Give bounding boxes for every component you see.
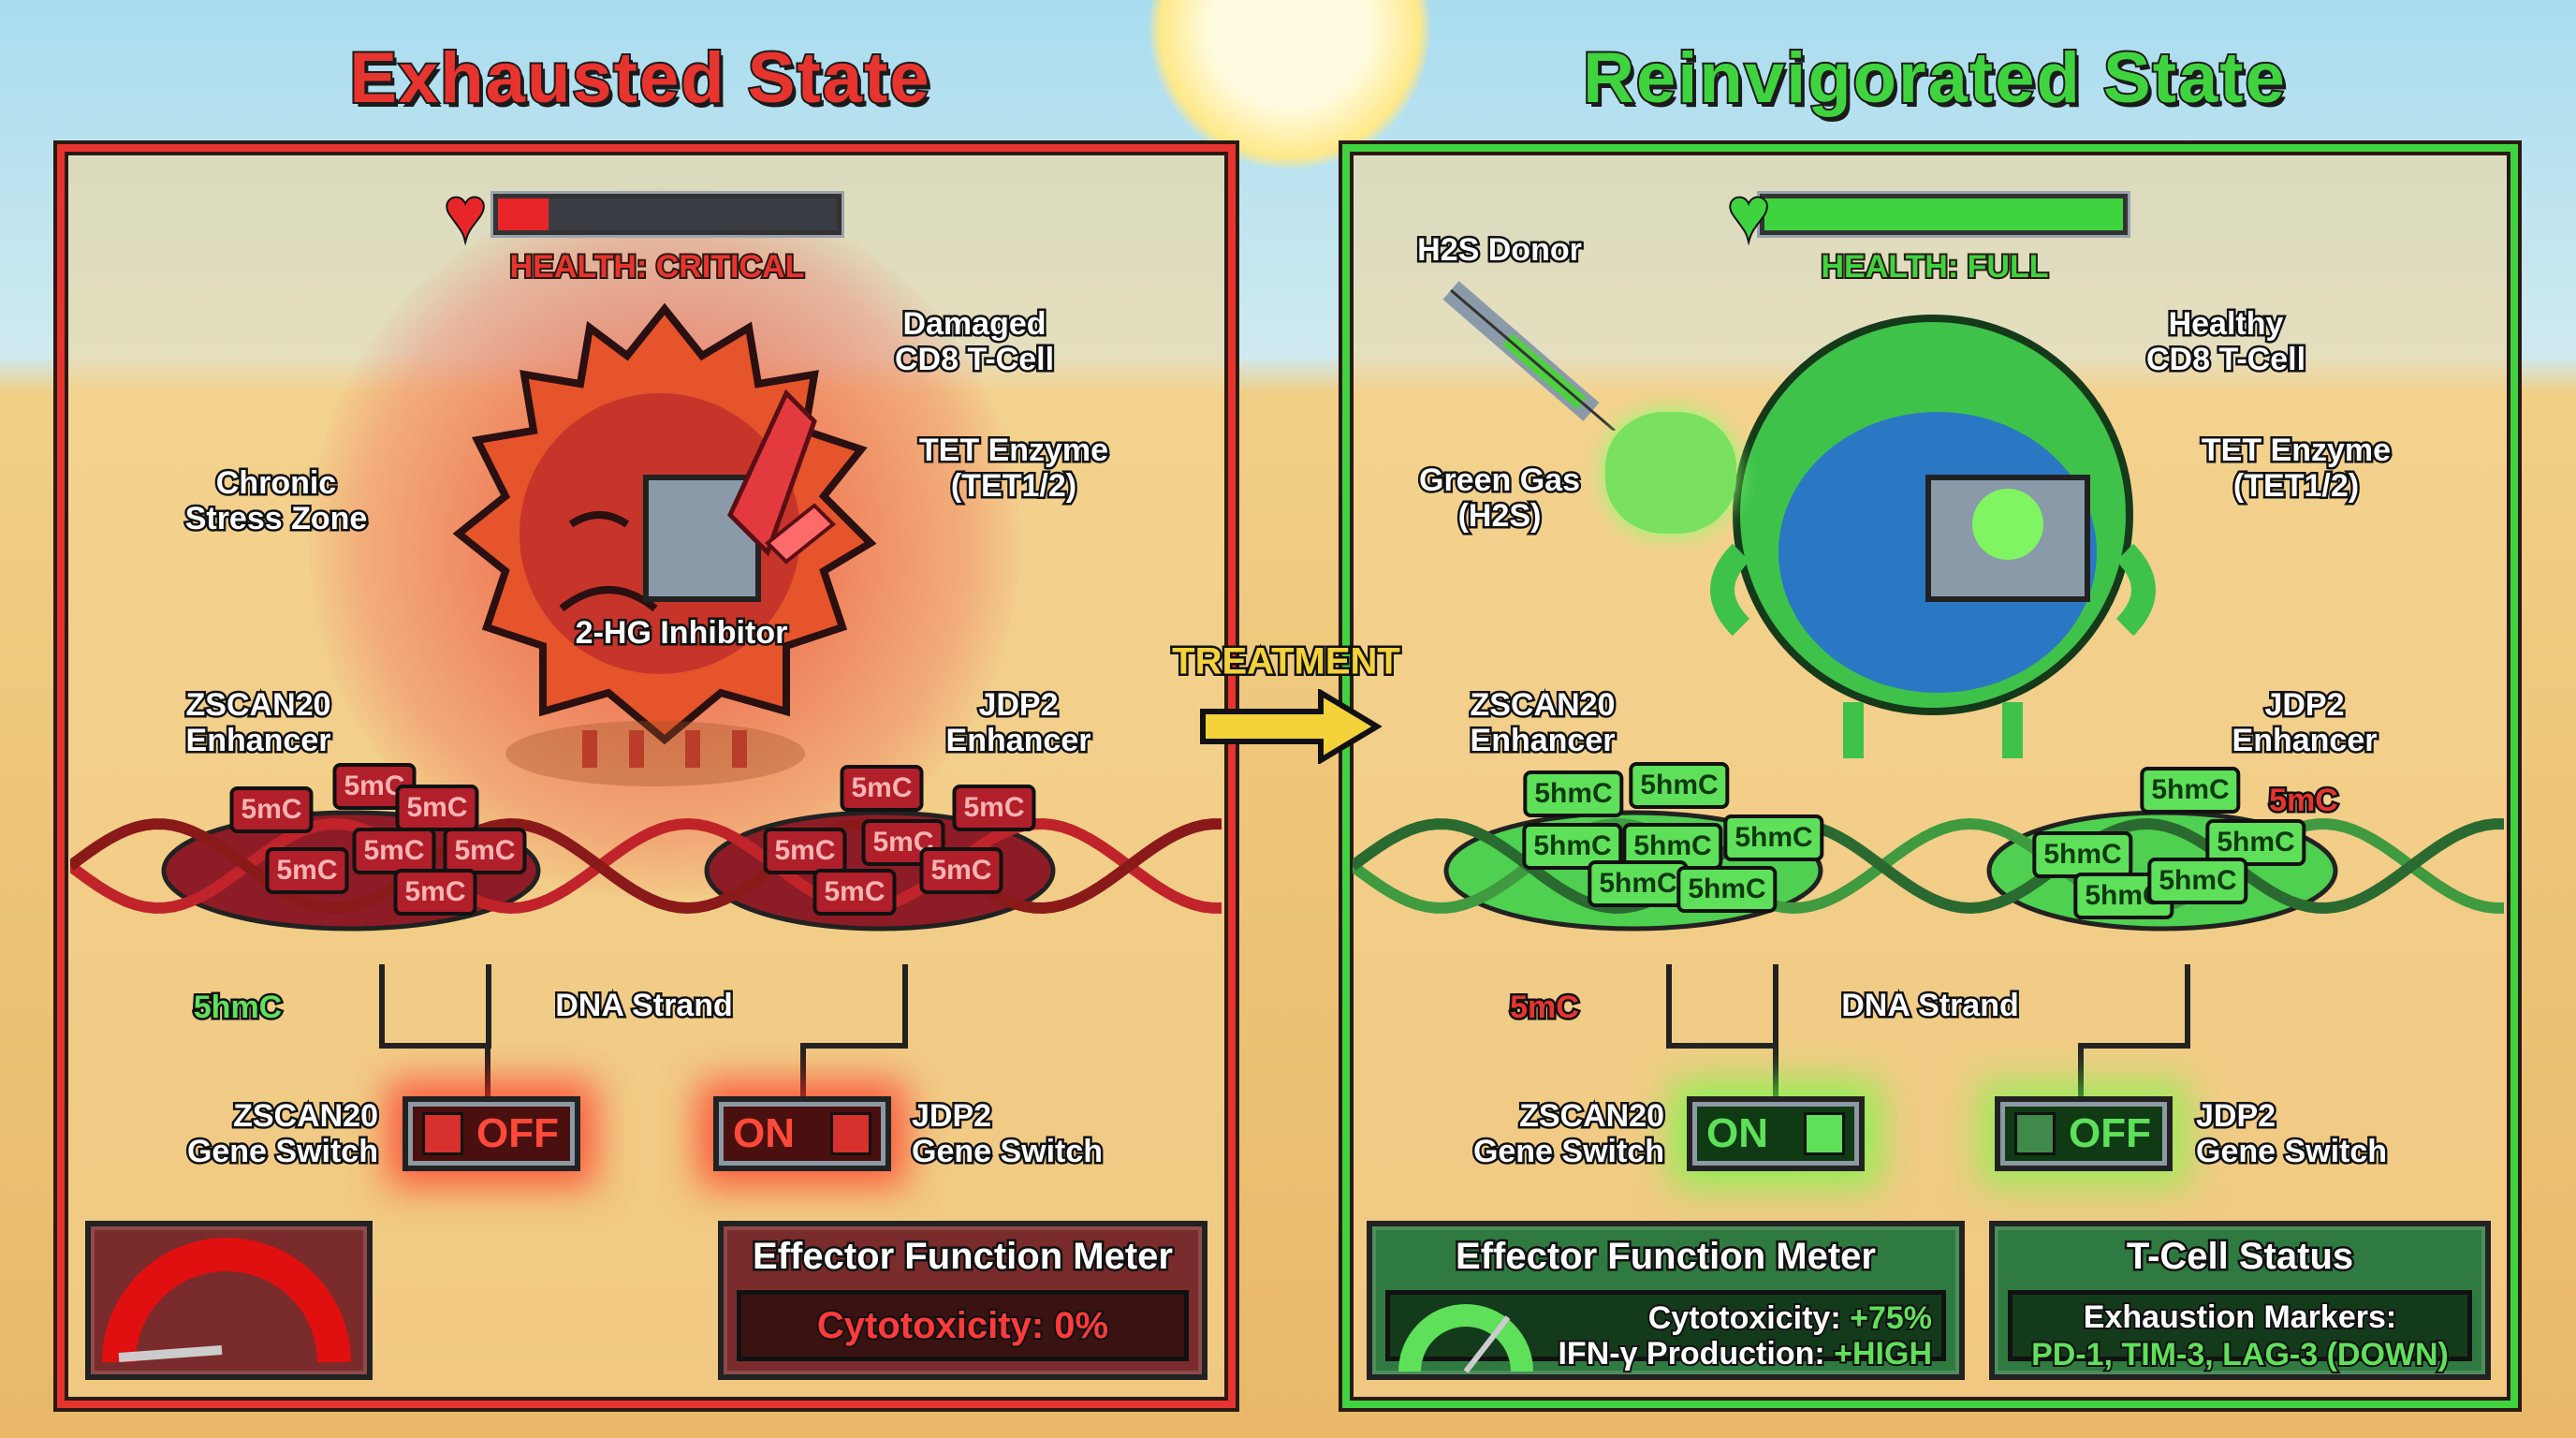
5hmc-mark: 5hmC [2147,858,2248,904]
dna-backbone [70,817,1222,915]
health-status-label: HEALTH: FULL [1820,247,2051,286]
5hmc-mark: 5hmC [1523,770,1624,817]
5mc-mark: 5mC [395,785,479,831]
5hmc-mark: 5hmC [1723,814,1824,861]
5hmc-mark: 5hmC [2032,831,2133,878]
5mc-mark: 5mC [812,869,897,916]
inhibitor-label: 2-HG Inhibitor [573,613,790,653]
5mc-mark: 5mC [840,765,924,812]
jdp2-enhancer-label: JDP2 Enhancer [944,685,1093,761]
zscan20-enhancer-label: ZSCAN20 Enhancer [1468,685,1617,761]
dna-strand-label: DNA Strand [1839,986,2022,1026]
syringe-icon [1442,281,1616,431]
inhibitor-crystal [726,389,817,557]
zscan20-enhancer-label: ZSCAN20 Enhancer [183,685,333,761]
health-bar-critical [493,194,842,235]
t-cell-status-panel: T-Cell Status Exhaustion Markers: PD-1, … [1989,1221,2491,1380]
treatment-arrow-icon [1200,689,1382,764]
cytotoxicity-value: +75% [1848,1299,1934,1338]
tet-enzyme-label: TET Enzyme (TET1/2) [916,431,1110,506]
tet-enzyme-label: TET Enzyme (TET1/2) [2199,431,2393,506]
treatment-label: TREATMENT [1170,638,1403,684]
switch-state: OFF [476,1110,559,1156]
zscan20-wire [1666,964,1778,1049]
5hmc-mark: 5hmC [2140,767,2241,814]
cytotoxicity-label: Cytotoxicity: [1647,1299,1851,1338]
green-gas-cloud [1605,412,1736,534]
jdp2-enhancer-label: JDP2 Enhancer [2230,685,2379,761]
5mc-mark: 5mC [919,847,1003,894]
5mc-mark: 5mC [393,869,477,916]
zscan20-switch-label: ZSCAN20 Gene Switch [184,1096,380,1172]
5mc-mark: 5mC [229,786,314,833]
5hmc-mark: 5hmC [2205,819,2306,866]
5hmc-mark: 5hmC [1629,762,1730,809]
free-5mc-mark: 5mC [1508,988,1582,1028]
jdp2-switch-label: JDP2 Gene Switch [909,1096,1105,1172]
jdp2-wire [2078,964,2190,1049]
jdp2-gene-switch[interactable]: ON [713,1096,891,1171]
healthy-cell-label: Healthy CD8 T-Cell [2144,304,2307,380]
effector-meter-reinvigorated: Effector Function Meter Cytotoxicity: +7… [1367,1221,1965,1380]
exhaustion-markers-label: Exhaustion Markers: [2082,1298,2398,1337]
meter-title: Effector Function Meter [751,1234,1176,1280]
heart-icon: ♥ [442,174,488,254]
5mc-mark: 5mC [265,847,349,894]
effector-meter-exhausted: Effector Function Meter Cytotoxicity: 0% [718,1221,1208,1380]
5mc-mark: 5mC [443,828,527,874]
status-title: T-Cell Status [2124,1234,2355,1280]
zscan20-switch-label: ZSCAN20 Gene Switch [1471,1096,1666,1172]
5mc-mark: 5mC [2267,781,2341,821]
health-bar-full [1760,194,2128,235]
switch-state: OFF [2069,1110,2151,1156]
gauge-panel [85,1221,373,1380]
health-status-label: HEALTH: CRITICAL [508,247,807,286]
switch-state: ON [733,1110,795,1156]
5hmc-mark: 5hmC [1588,860,1689,907]
reinvigorated-title: Reinvigorated State [1581,37,2287,120]
5mc-mark: 5mC [352,828,436,874]
jdp2-gene-switch[interactable]: OFF [1995,1096,2173,1171]
exhausted-title: Exhausted State [347,37,931,120]
5hmc-mark: 5hmC [1676,866,1778,913]
stress-zone-label: Chronic Stress Zone [183,463,370,539]
h2s-donor-label: H2S Donor [1415,230,1585,271]
zscan20-wire [379,964,491,1049]
switch-state: ON [1706,1110,1768,1156]
healthy-t-cell [1710,315,2156,758]
green-gas-label: Green Gas (H2S) [1417,461,1583,536]
5mc-mark: 5mC [952,785,1036,831]
meter-title: Effector Function Meter [1454,1234,1879,1280]
damaged-t-cell [452,302,877,768]
dna-backbone [1353,817,2505,915]
sun [1149,0,1430,169]
free-5hmc-mark: 5hmC [191,988,284,1028]
damaged-cell-label: Damaged CD8 T-Cell [892,304,1056,380]
cytotoxicity-value: Cytotoxicity: 0% [815,1303,1110,1348]
dna-strand-label: DNA Strand [553,986,736,1026]
ifn-label: IFN-γ Production: [1556,1334,1835,1373]
heart-icon: ♥ [1725,174,1771,254]
gauge-high-icon [1398,1304,1533,1373]
jdp2-switch-label: JDP2 Gene Switch [2193,1096,2389,1172]
exhaustion-markers-value: PD-1, TIM-3, LAG-3 (DOWN) [2029,1335,2451,1374]
zscan20-gene-switch[interactable]: OFF [402,1096,580,1171]
ifn-value: +HIGH [1832,1334,1934,1373]
5mc-mark: 5mC [861,819,945,866]
gauge-empty-icon [102,1238,351,1363]
5mc-mark: 5mC [763,828,847,874]
cell-shadow [505,721,805,786]
zscan20-gene-switch[interactable]: ON [1687,1096,1865,1171]
jdp2-wire [800,964,908,1049]
